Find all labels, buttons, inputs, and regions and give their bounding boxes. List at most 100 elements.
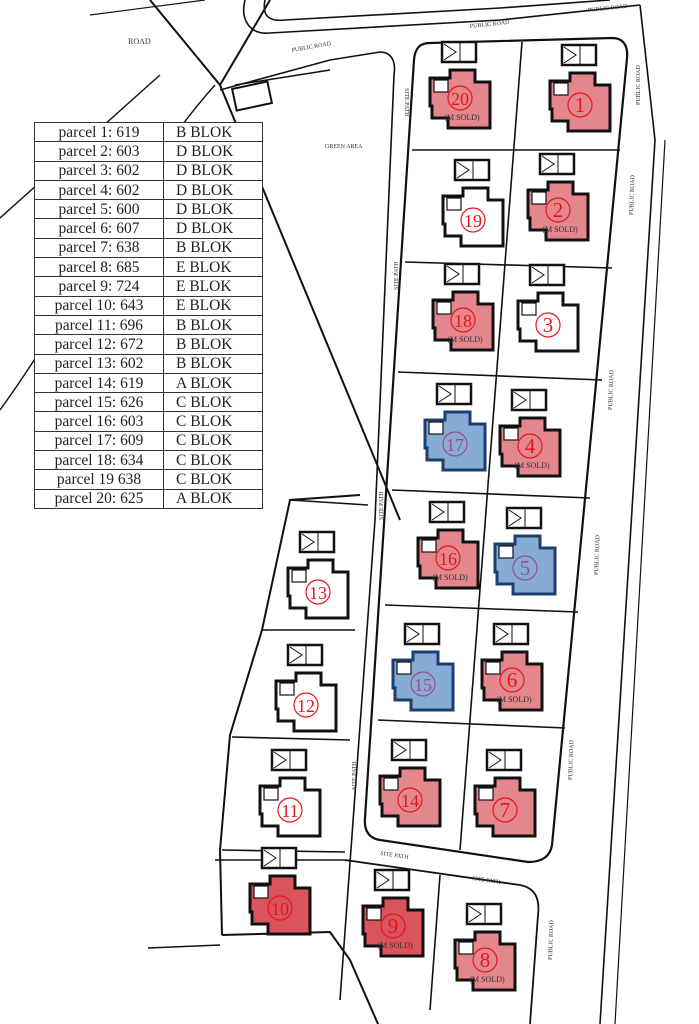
stair-icon bbox=[531, 191, 547, 205]
garage-outline bbox=[443, 262, 481, 286]
public-road-label: PUBLIC ROAD bbox=[548, 919, 555, 960]
public-road-inner-2 bbox=[234, 69, 331, 86]
blok-cell: B BLOK bbox=[163, 237, 263, 259]
blok-cell: E BLOK bbox=[163, 295, 263, 316]
stair-icon bbox=[291, 569, 307, 583]
public-road-top-edge-2 bbox=[263, 0, 611, 22]
parcel-17[interactable]: 17 bbox=[423, 382, 487, 472]
sold-label: (M SOLD) bbox=[444, 113, 480, 122]
site-path-label: SITE PATH bbox=[352, 761, 358, 790]
left-boundary bbox=[218, 494, 361, 936]
parcel-area-cell: parcel 4: 602 bbox=[34, 179, 164, 201]
garage-outline bbox=[403, 622, 441, 646]
parcel-8[interactable]: 8(M SOLD) bbox=[453, 902, 517, 992]
blok-cell: B BLOK bbox=[163, 334, 263, 355]
parcel-number: 14 bbox=[401, 791, 419, 811]
bottom-divider bbox=[429, 874, 441, 1011]
parcel-11[interactable]: 11 bbox=[258, 748, 322, 838]
stair-icon bbox=[421, 539, 437, 553]
bottom-boundary bbox=[221, 930, 379, 1024]
road-labels: ROAD PUBLIC ROAD PUBLIC ROAD PUBLIC ROAD… bbox=[128, 4, 642, 960]
garage-mark bbox=[438, 384, 456, 404]
public-road-label: PUBLIC ROAD bbox=[568, 739, 575, 780]
parcel-4[interactable]: 4(M SOLD) bbox=[498, 388, 562, 478]
parcel-6[interactable]: 6(M SOLD) bbox=[480, 622, 544, 712]
parcel-area-cell: parcel 7: 638 bbox=[34, 237, 164, 259]
garage-mark bbox=[495, 624, 513, 644]
garage-outline bbox=[435, 382, 473, 406]
public-road-label: PUBLIC ROAD bbox=[470, 20, 511, 30]
parcel-18[interactable]: 18(M SOLD) bbox=[431, 262, 495, 352]
parcel-1[interactable]: 1 bbox=[548, 43, 612, 133]
parcel-number-circle bbox=[293, 692, 319, 718]
site-path-label: SITE PATH bbox=[379, 491, 385, 520]
parcel-5[interactable]: 5 bbox=[493, 506, 557, 596]
public-road-label: PUBLIC ROAD bbox=[291, 41, 332, 54]
parcel-10[interactable]: 10 bbox=[248, 846, 312, 936]
stair-icon bbox=[485, 661, 501, 675]
parcel-number-circle bbox=[277, 797, 303, 823]
parcel-area-cell: parcel 20: 625 bbox=[34, 488, 164, 509]
left-lot-dividers bbox=[221, 499, 369, 853]
sold-label: (M SOLD) bbox=[514, 461, 550, 470]
garage-outline bbox=[453, 158, 491, 182]
garage-outline bbox=[505, 506, 543, 530]
parcel-number-circle bbox=[512, 555, 538, 581]
parcel-13[interactable]: 13 bbox=[286, 530, 350, 620]
parcel-15[interactable]: 15 bbox=[391, 622, 455, 712]
parcel-number-circle bbox=[450, 307, 476, 333]
parcel-number: 1 bbox=[575, 93, 586, 117]
parcel-number: 11 bbox=[281, 801, 298, 821]
parcel-number: 7 bbox=[500, 798, 511, 822]
parcel-area-cell: parcel 19 638 bbox=[34, 469, 164, 490]
parcel-2[interactable]: 2(M SOLD) bbox=[526, 152, 590, 242]
parcel-19[interactable]: 19 bbox=[441, 158, 505, 248]
garage-mark bbox=[376, 870, 394, 890]
garage-outline bbox=[298, 530, 336, 554]
garage-outline bbox=[510, 388, 548, 412]
parcel-3[interactable]: 3 bbox=[516, 263, 580, 353]
stair-icon bbox=[553, 82, 569, 96]
sold-label: (M SOLD) bbox=[469, 975, 505, 984]
public-road-top-edge bbox=[243, 0, 641, 34]
garage-mark bbox=[301, 532, 319, 552]
stair-icon bbox=[253, 885, 269, 899]
blok-cell: C BLOK bbox=[163, 392, 263, 413]
public-road-inner bbox=[219, 51, 396, 91]
parcel-number: 13 bbox=[309, 583, 327, 603]
blok-cell: E BLOK bbox=[163, 257, 263, 278]
parcel-9[interactable]: 9(M SOLD) bbox=[361, 868, 425, 958]
garage-outline bbox=[373, 868, 411, 892]
blok-cell: A BLOK bbox=[163, 372, 263, 394]
stair-icon bbox=[478, 787, 494, 801]
parcel-area-cell: parcel 15: 626 bbox=[34, 392, 164, 413]
stair-icon bbox=[436, 301, 452, 315]
parcel-number-circle bbox=[410, 671, 436, 697]
garage-outline bbox=[270, 748, 308, 772]
blok-cell: D BLOK bbox=[163, 141, 263, 162]
blok-cell: D BLOK bbox=[163, 199, 263, 220]
parcel-number: 2 bbox=[553, 198, 564, 222]
blok-cell: E BLOK bbox=[163, 276, 263, 297]
bottom-block bbox=[344, 859, 540, 1024]
parcel-number-circle bbox=[567, 92, 593, 118]
garage-outline bbox=[260, 846, 298, 870]
parcel-14[interactable]: 14 bbox=[378, 738, 442, 828]
site-path-edge bbox=[339, 74, 395, 1001]
parcel-16[interactable]: 16(M SOLD) bbox=[416, 500, 480, 590]
parcel-12[interactable]: 12 bbox=[274, 643, 338, 733]
public-road-right-edge bbox=[599, 4, 656, 1024]
parcel-20[interactable]: 20(M SOLD) bbox=[428, 40, 492, 130]
parcel-7[interactable]: 7 bbox=[473, 748, 537, 838]
block-divider bbox=[459, 41, 523, 851]
